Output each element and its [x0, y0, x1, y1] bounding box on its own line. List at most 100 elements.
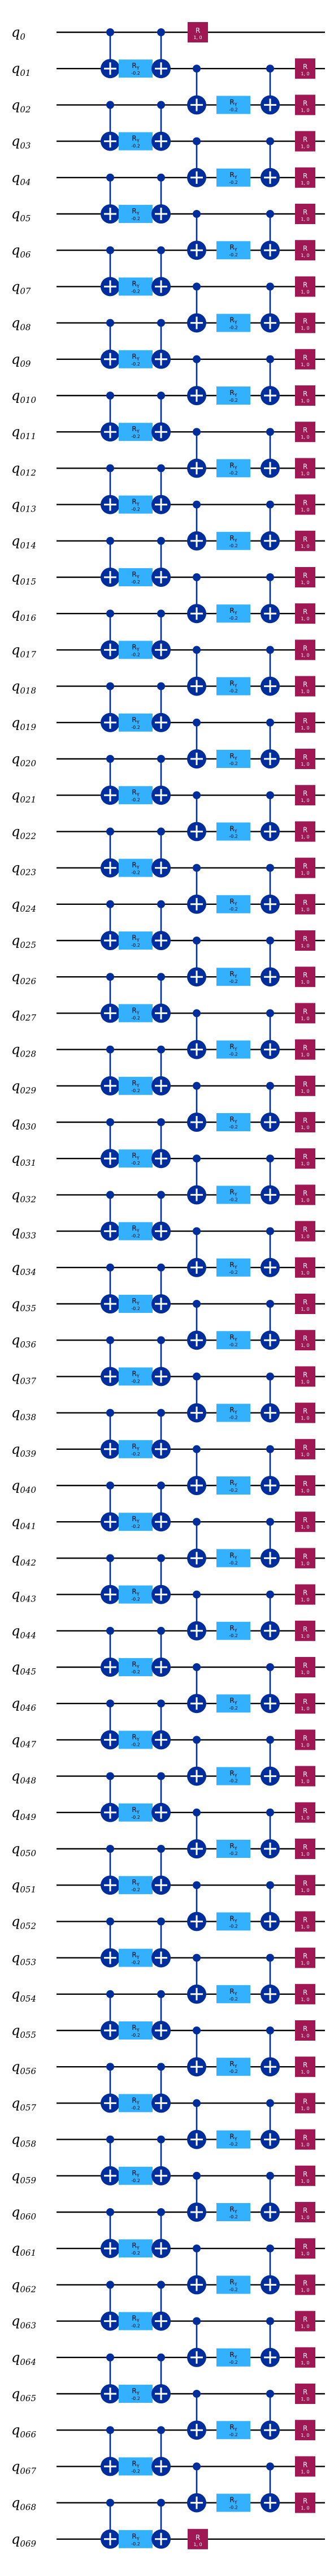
cnot-gate	[101, 2063, 120, 2113]
cnot-gate	[151, 2281, 171, 2331]
r-gate-box	[295, 131, 315, 152]
control-dot-icon	[193, 1954, 201, 1962]
qubit-label-q051: q051	[11, 1877, 36, 1895]
r-gate-param: 1, 0	[301, 1598, 309, 1603]
ry-gate: RY-0.2	[216, 168, 250, 187]
r-gate-label: R	[303, 2097, 307, 2105]
cnot-gate	[261, 1663, 280, 1714]
r-gate-label: R	[303, 1371, 307, 1379]
control-dot-icon	[266, 2027, 274, 2034]
r-gate-box	[295, 1366, 315, 1387]
r-gate-box	[295, 2492, 315, 2513]
control-dot-icon	[266, 2171, 274, 2180]
ry-gate: RY-0.2	[216, 2203, 250, 2221]
ry-gate: RY-0.2	[216, 531, 250, 550]
cnot-gate	[261, 791, 280, 842]
ry-gate-param: -0.2	[229, 2069, 238, 2074]
r-gate-box	[295, 58, 315, 79]
r-gate-box	[295, 603, 315, 624]
r-gate-param: 1, 0	[301, 1815, 309, 1821]
ry-gate-param: -0.2	[229, 252, 238, 257]
ry-gate-param: -0.2	[131, 289, 140, 294]
control-dot-icon	[266, 864, 274, 872]
ry-gate-label: RY	[132, 2387, 139, 2396]
ry-gate: RY-0.2	[216, 1186, 250, 1204]
r-gate: R1, 0	[295, 2129, 315, 2150]
ry-gate-label: RY	[132, 1225, 139, 1234]
cnot-gate	[187, 1663, 206, 1714]
r-gate-label: R	[303, 1734, 307, 1742]
control-dot-icon	[266, 2244, 274, 2253]
r-gate: R1, 0	[295, 131, 315, 152]
qubit-label-q035: q035	[11, 1296, 36, 1313]
ry-gate: RY-0.2	[216, 2348, 250, 2367]
r-gate: R1, 0	[295, 1366, 315, 1387]
ry-gate-box	[119, 1803, 153, 1822]
ry-gate-label: RY	[229, 2133, 237, 2142]
ry-gate-param: -0.2	[131, 1234, 140, 1239]
r-gate-param: 1, 0	[301, 1670, 309, 1675]
qubit-label-q010: q010	[11, 388, 36, 405]
ry-gate-box	[119, 1149, 153, 1168]
r-gate-param: 1, 0	[301, 181, 309, 186]
ry-gate-box	[216, 2421, 250, 2440]
ry-gate-box	[216, 1912, 250, 1931]
ry-gate-box	[216, 1186, 250, 1204]
ry-gate-label: RY	[229, 2205, 237, 2214]
r-gate-box	[295, 2347, 315, 2368]
ry-gate: RY-0.2	[216, 1403, 250, 1422]
r-gate-param: 1, 0	[301, 1706, 309, 1711]
r-gate: R1, 0	[295, 494, 315, 515]
r-gate-label: R	[303, 1661, 307, 1669]
r-gate-box	[295, 1584, 315, 1605]
ry-gate-param: -0.2	[229, 1488, 238, 1493]
r-gate-label: R	[303, 789, 307, 797]
qubit-label-q024: q024	[11, 896, 36, 914]
control-dot-icon	[266, 1881, 274, 1890]
ry-gate-param: -0.2	[131, 2396, 140, 2401]
ry-gate: RY-0.2	[216, 2276, 250, 2294]
ry-gate-label: RY	[229, 1043, 237, 1052]
ry-gate-param: -0.2	[131, 144, 140, 149]
r-gate: R1, 0	[295, 1875, 315, 1896]
ry-gate: RY-0.2	[216, 604, 250, 623]
qubit-label-q045: q045	[11, 1659, 36, 1677]
ry-gate-box	[119, 1948, 153, 1967]
r-gate-box	[295, 1657, 315, 1677]
qubit-label-q052: q052	[11, 1913, 36, 1931]
ry-gate-param: -0.2	[131, 1306, 140, 1311]
ry-gate-box	[216, 822, 250, 841]
cnot-gate	[101, 682, 120, 732]
ry-gate-label: RY	[132, 1588, 139, 1597]
cnot-gate	[101, 536, 120, 587]
r-gate-label: R	[303, 2170, 307, 2178]
cnot-gate	[187, 355, 206, 405]
r-gate: R1, 0	[295, 1839, 315, 1859]
r-gate-label: R	[303, 499, 307, 507]
ry-gate-box	[119, 1658, 153, 1676]
ry-gate: RY-0.2	[119, 205, 153, 223]
r-gate: R1, 0	[295, 639, 315, 660]
r-gate: R1, 0	[295, 567, 315, 587]
r-gate-label: R	[303, 1552, 307, 1560]
cnot-gate	[101, 2135, 120, 2186]
control-dot-icon	[106, 2498, 114, 2507]
ry-gate: RY-0.2	[119, 495, 153, 514]
cnot-gate	[101, 2281, 120, 2331]
ry-gate-label: RY	[229, 898, 237, 907]
r-gate: R1, 0	[295, 967, 315, 988]
r-gate-param: 1, 0	[301, 2070, 309, 2075]
cnot-gate	[187, 137, 206, 187]
control-dot-icon	[106, 900, 114, 908]
cnot-gate	[261, 2317, 280, 2367]
qubit-label-q018: q018	[11, 679, 36, 696]
control-dot-icon	[106, 2208, 114, 2216]
r-gate-param: 1, 0	[301, 1379, 309, 1384]
ry-gate-label: RY	[132, 425, 139, 434]
control-dot-icon	[157, 2426, 165, 2435]
r-gate: R1, 0	[295, 2311, 315, 2332]
cnot-gate	[261, 1154, 280, 1205]
r-gate-param: 1, 0	[301, 108, 309, 113]
qubit-label-q062: q062	[11, 2277, 36, 2294]
ry-gate: RY-0.2	[119, 2312, 153, 2330]
